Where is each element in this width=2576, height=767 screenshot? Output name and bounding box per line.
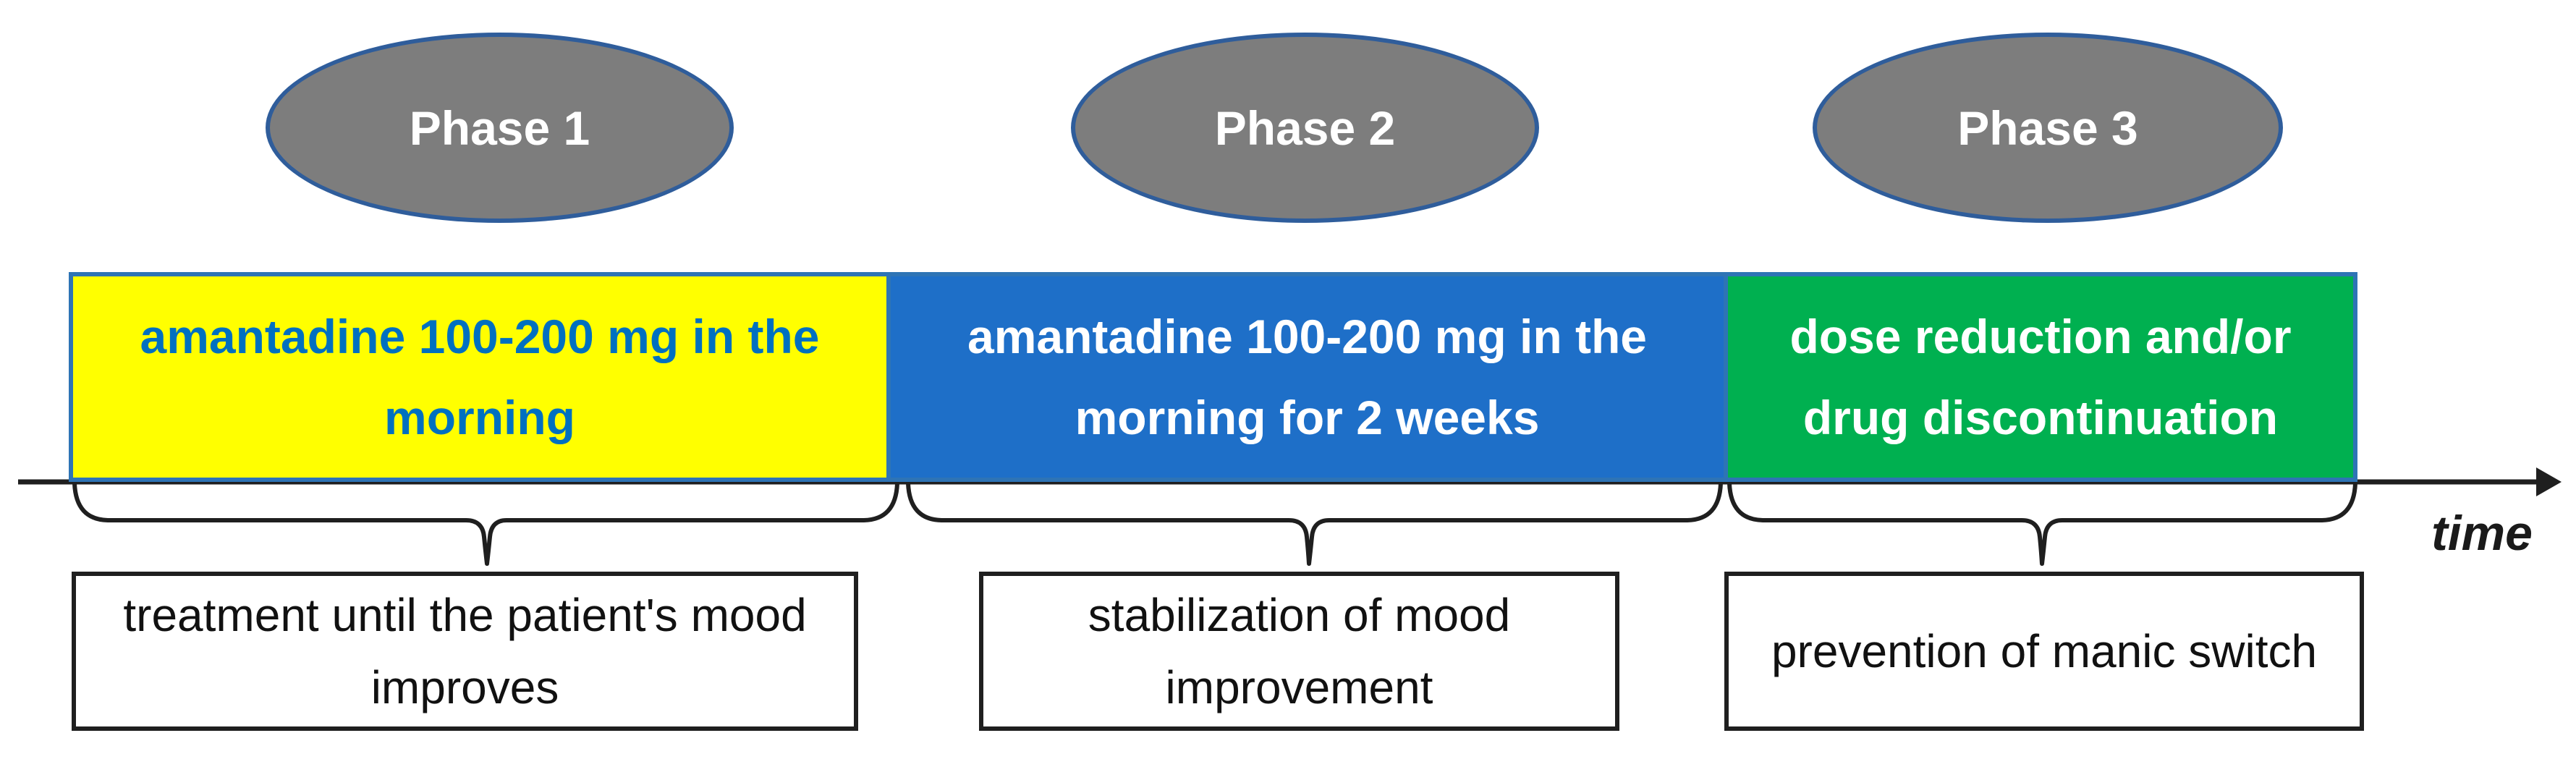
phase-1-ellipse: Phase 1 xyxy=(266,33,734,223)
phase-3-label: Phase 3 xyxy=(1957,101,2138,155)
phase-1-label: Phase 1 xyxy=(409,101,590,155)
timeline-box-phase-2: amantadine 100-200 mg in the morning for… xyxy=(886,272,1724,482)
outcome-box-phase-1-text: treatment until the patient's mood impro… xyxy=(123,589,807,713)
time-axis-label: time xyxy=(2431,506,2533,561)
outcome-box-phase-3: prevention of manic switch xyxy=(1724,572,2364,731)
underbrace-phase-1-icon xyxy=(72,481,899,566)
outcome-box-phase-3-text: prevention of manic switch xyxy=(1771,625,2318,677)
phase-3-ellipse: Phase 3 xyxy=(1813,33,2283,223)
outcome-box-phase-2-text: stabilization of mood improvement xyxy=(1088,589,1511,713)
timeline-box-phase-2-text: amantadine 100-200 mg in the morning for… xyxy=(967,310,1647,444)
underbrace-phase-2-icon xyxy=(906,481,1723,566)
phase-2-label: Phase 2 xyxy=(1214,101,1396,155)
timeline-box-phase-1-text: amantadine 100-200 mg in the morning xyxy=(140,310,820,444)
timeline-box-phase-3: dose reduction and/or drug discontinuati… xyxy=(1724,272,2357,482)
outcome-box-phase-1: treatment until the patient's mood impro… xyxy=(72,572,858,731)
phase-2-ellipse: Phase 2 xyxy=(1071,33,1539,223)
time-axis-arrowhead-icon xyxy=(2536,467,2562,496)
outcome-box-phase-2: stabilization of mood improvement xyxy=(979,572,1619,731)
underbrace-phase-3-icon xyxy=(1727,481,2357,566)
timeline-box-phase-3-text: dose reduction and/or drug discontinuati… xyxy=(1789,310,2292,444)
timeline-box-phase-1: amantadine 100-200 mg in the morning xyxy=(69,272,886,482)
